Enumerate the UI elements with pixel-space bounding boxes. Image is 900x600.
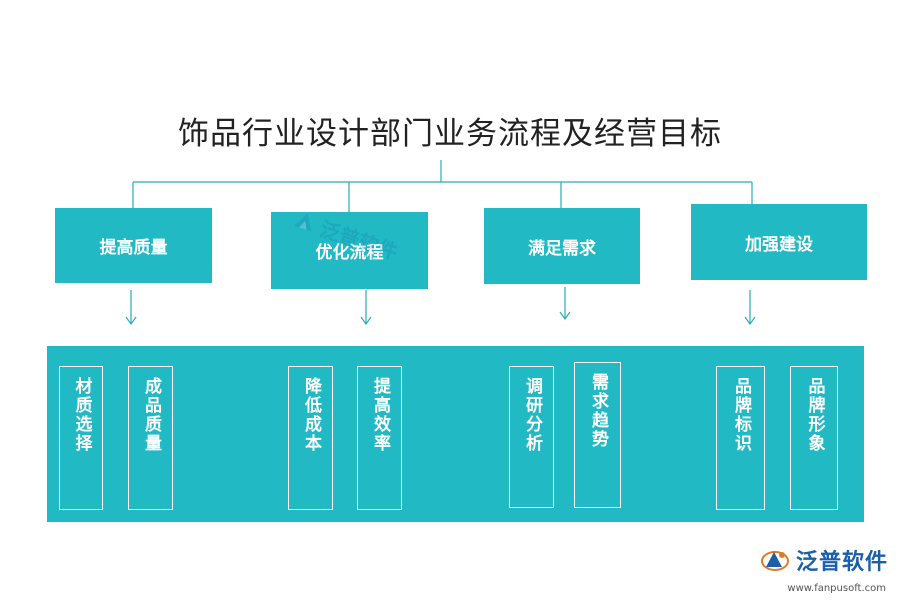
item-label: 调研分析: [522, 377, 542, 453]
diagram-title: 饰品行业设计部门业务流程及经营目标: [178, 116, 722, 152]
logo-name: 泛普软件: [795, 550, 888, 575]
arrow-head-4: [744, 316, 756, 326]
category-box-3: 满足需求: [484, 208, 640, 284]
arrow-head-2: [360, 316, 372, 326]
item-label: 材质选择: [71, 377, 92, 453]
item-box: 品牌标识: [716, 366, 765, 510]
item-label: 品牌形象: [804, 377, 825, 453]
logo-site-url[interactable]: www.fanpusoft.com: [787, 583, 886, 594]
item-label: 品牌标识: [731, 377, 751, 453]
item-box: 提高效率: [357, 366, 402, 510]
item-label: 提高效率: [370, 377, 390, 453]
category-label: 满足需求: [528, 238, 596, 259]
item-box: 需求趋势: [574, 362, 621, 508]
watermark: 泛普软件: [288, 204, 402, 266]
item-box: 品牌形象: [790, 366, 838, 510]
item-label: 需求趋势: [588, 373, 608, 449]
arrow-head-3: [559, 311, 571, 321]
category-box-2: 优化流程: [271, 212, 428, 289]
item-box: 材质选择: [59, 366, 103, 510]
category-box-1: 提高质量: [55, 208, 212, 283]
category-box-4: 加强建设: [691, 204, 867, 280]
item-box: 降低成本: [288, 366, 333, 510]
item-box: 成品质量: [128, 366, 173, 510]
arrow-head-1: [125, 316, 137, 326]
category-label: 加强建设: [745, 234, 813, 255]
category-label: 优化流程: [315, 243, 384, 263]
item-box: 调研分析: [509, 366, 554, 508]
item-label: 降低成本: [301, 377, 321, 453]
items-panel: [47, 346, 864, 522]
category-label: 提高质量: [99, 238, 168, 258]
fanpu-logo-icon: [294, 212, 312, 231]
item-label: 成品质量: [141, 377, 161, 453]
brand-logo: 泛普软件: [760, 544, 888, 576]
fanpu-logo-icon: [760, 551, 789, 571]
